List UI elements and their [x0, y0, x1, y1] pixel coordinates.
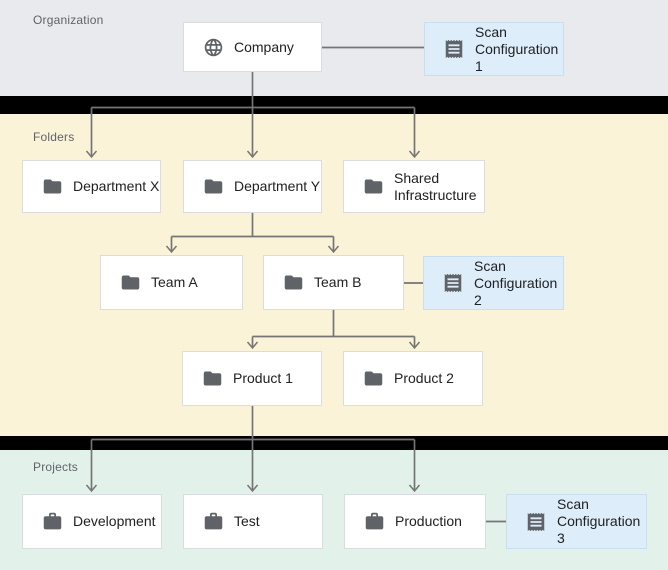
- node-team-b: Team B: [263, 255, 404, 310]
- node-product-1: Product 1: [182, 351, 322, 406]
- organization-section-label: Organization: [33, 13, 104, 27]
- folder-icon: [282, 272, 304, 294]
- receipt-icon: [442, 272, 464, 294]
- briefcase-icon: [41, 511, 63, 533]
- node-label: Production: [395, 513, 462, 529]
- node-label: Department Y: [234, 178, 321, 194]
- node-team-a: Team A: [100, 255, 243, 310]
- node-product-2: Product 2: [343, 351, 483, 406]
- node-scan-configuration-1: Scan Configuration 1: [424, 22, 564, 76]
- node-label: Test: [234, 513, 260, 529]
- node-production: Production: [344, 494, 486, 549]
- folder-icon: [362, 368, 384, 390]
- node-shared-infrastructure: Shared Infrastructure: [343, 160, 485, 213]
- folder-icon: [201, 368, 223, 390]
- node-label: Team B: [314, 274, 362, 290]
- node-test: Test: [183, 494, 323, 549]
- node-label: Scan Configuration 1: [475, 23, 559, 74]
- receipt-icon: [525, 511, 547, 533]
- divider-bar-bottom: [0, 436, 668, 450]
- node-label: Shared Infrastructure: [394, 169, 477, 203]
- node-label: Scan Configuration 2: [474, 257, 558, 308]
- node-scan-configuration-3: Scan Configuration 3: [506, 494, 647, 549]
- node-label: Department X: [73, 178, 160, 194]
- folder-icon: [119, 272, 141, 294]
- projects-section-label: Projects: [33, 460, 78, 474]
- node-label: Company: [234, 38, 294, 55]
- node-label: Team A: [151, 274, 198, 290]
- node-department-x: Department X: [22, 160, 161, 213]
- node-label: Scan Configuration 3: [557, 496, 641, 546]
- node-label: Product 2: [394, 370, 454, 386]
- node-label: Development: [73, 513, 156, 529]
- node-scan-configuration-2: Scan Configuration 2: [423, 256, 564, 310]
- folder-icon: [202, 176, 224, 198]
- folder-icon: [41, 176, 63, 198]
- node-development: Development: [22, 494, 162, 549]
- node-company: Company: [183, 22, 322, 72]
- node-department-y: Department Y: [183, 160, 322, 213]
- briefcase-icon: [363, 511, 385, 533]
- receipt-icon: [443, 38, 465, 60]
- globe-icon: [202, 36, 224, 58]
- briefcase-icon: [202, 511, 224, 533]
- node-label: Product 1: [233, 370, 293, 386]
- folder-icon: [362, 176, 384, 198]
- folders-section-label: Folders: [33, 130, 75, 144]
- divider-bar-top: [0, 96, 668, 114]
